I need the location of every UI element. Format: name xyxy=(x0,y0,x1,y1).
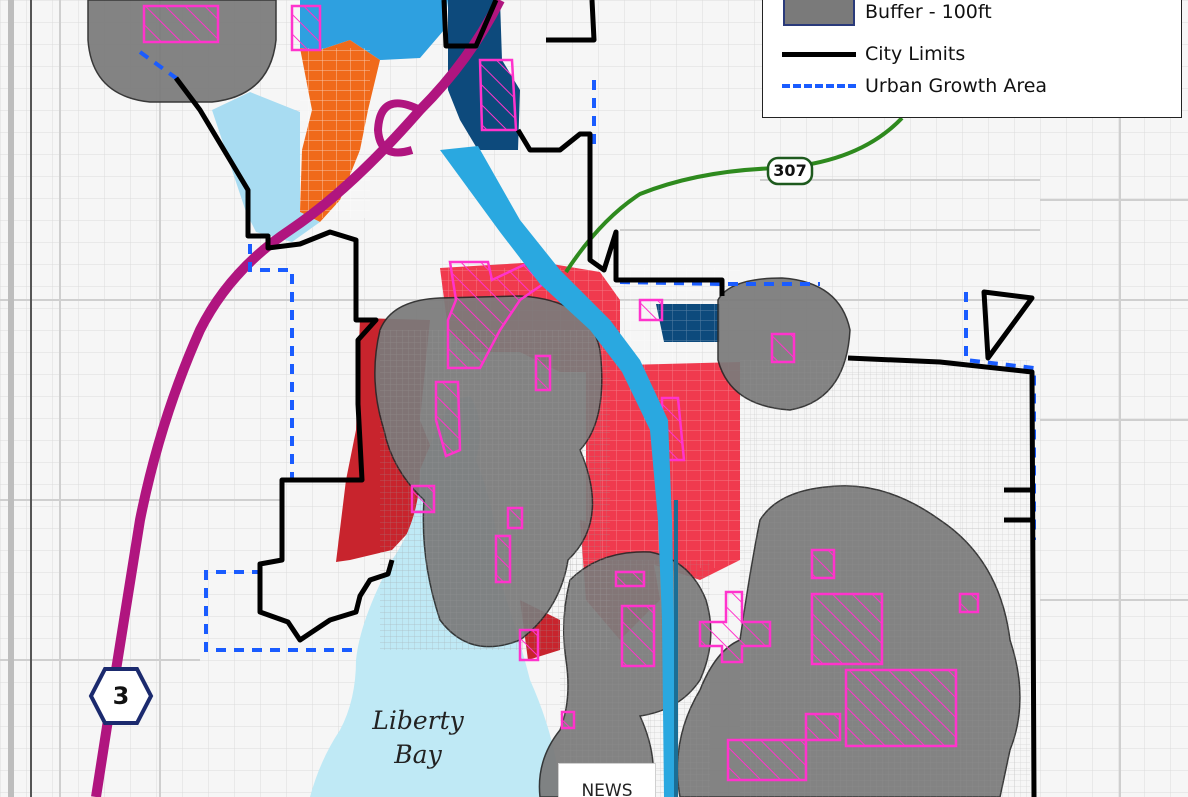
legend-item-urban-growth-area: Urban Growth Area xyxy=(777,71,1047,101)
liberty-bay-label-line1: Liberty xyxy=(372,706,464,735)
map-frame-left xyxy=(8,0,14,797)
stream xyxy=(440,146,676,797)
highway-3 xyxy=(91,0,505,797)
route-3-label: 3 xyxy=(112,682,130,710)
city-limits-line-icon xyxy=(782,51,856,57)
city-limits-boundary xyxy=(174,0,1037,797)
legend-item-city-limits: City Limits xyxy=(777,39,965,69)
legend-label: City Limits xyxy=(865,43,966,65)
route-3-shield-icon xyxy=(88,667,154,725)
legend-label: Buffer - 100ft xyxy=(865,1,992,23)
legend-item-buffer: Buffer - 100ft xyxy=(777,0,992,27)
buffer-swatch-icon xyxy=(783,0,855,26)
urban-growth-dashed-line-icon xyxy=(782,84,856,88)
map-border-left xyxy=(30,0,32,797)
liberty-bay-label-line2: Bay xyxy=(394,740,442,769)
map-legend: Buffer - 100ft City Limits Urban Growth … xyxy=(762,0,1182,118)
news-tab-button[interactable]: NEWS xyxy=(558,763,656,797)
route-307-label: 307 xyxy=(773,161,807,180)
hatched-parcels xyxy=(142,4,980,782)
route-307-shield-icon xyxy=(766,156,814,186)
highway-307 xyxy=(564,116,904,274)
liberty-bay-label: Liberty Bay xyxy=(348,704,488,772)
legend-label: Urban Growth Area xyxy=(865,75,1048,97)
